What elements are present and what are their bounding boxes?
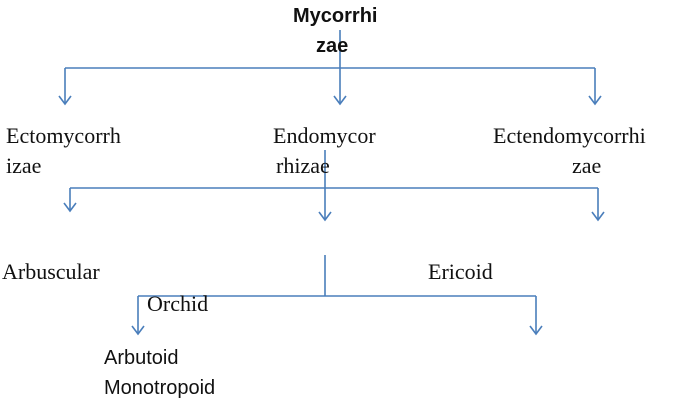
arrow-endo-2 [318,211,332,222]
arrow-arbuscular [63,202,77,213]
monotropoid-label: Monotropoid [104,377,216,399]
ecto-label-line1: Ectomycorrh [6,123,121,148]
root-label-line1: Mycorrhi [293,5,378,27]
ericoid-label: Ericoid [428,259,493,284]
arbutoid-label: Arbutoid [104,347,179,369]
arrow-ecto [58,95,72,106]
arrow-ectendo [588,95,602,106]
arrow-ericoid [591,211,605,222]
endo-label-line1: Endomycor [273,123,376,148]
endo-label-line2: rhizae [276,153,330,178]
orchid-label: Orchid [147,291,209,316]
arbuscular-label: Arbuscular [2,259,100,284]
ectendo-label-line1: Ectendomycorrhi [493,123,646,148]
ectendo-label-line2: zae [572,153,602,178]
root-label-line2: zae [316,35,349,57]
arrow-endo [333,95,347,106]
arrow-arbutoid [529,325,543,336]
ecto-label-line2: izae [6,153,42,178]
arrow-orchid [131,325,145,336]
